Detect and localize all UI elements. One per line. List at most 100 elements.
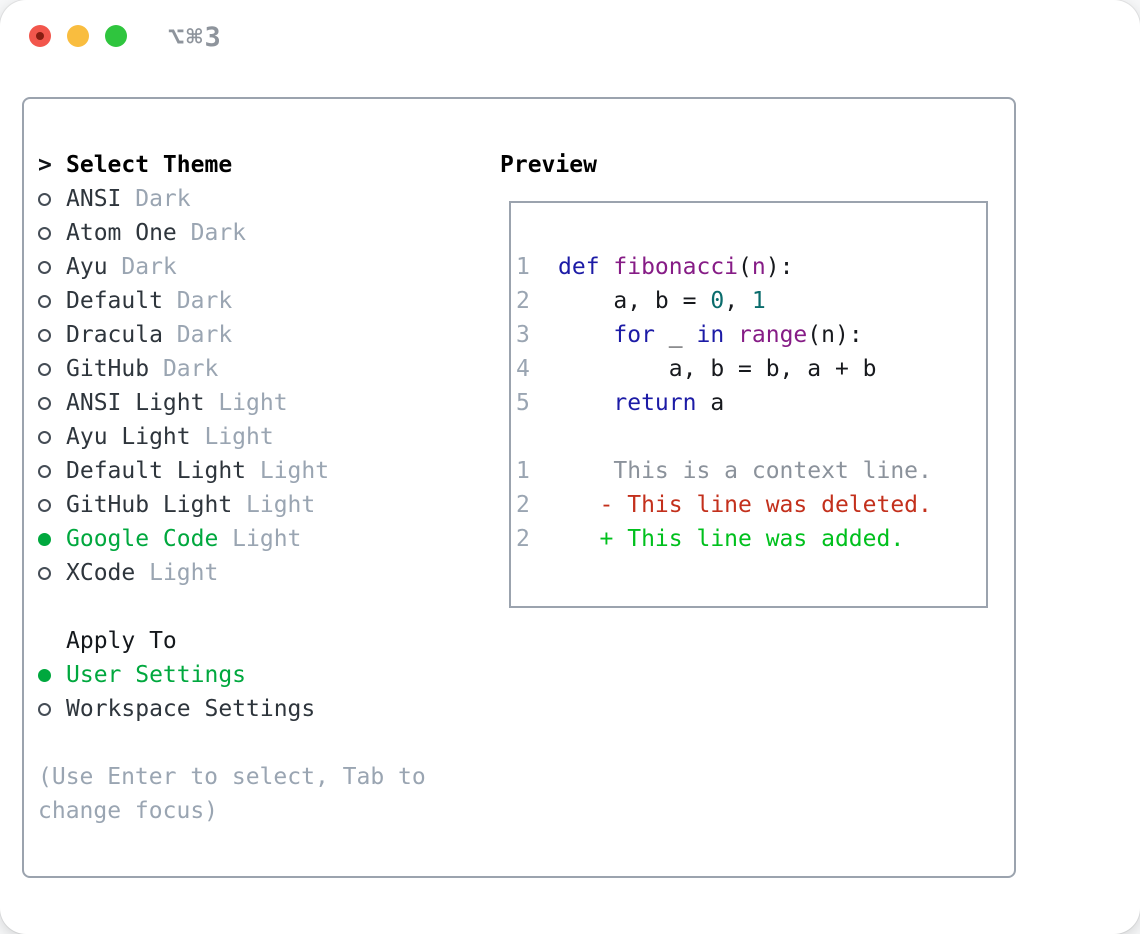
- code-text: a, b = b, a + b: [558, 356, 877, 382]
- code-token: a: [696, 390, 725, 416]
- code-line: 5 return a: [516, 386, 986, 420]
- code-token: (: [738, 254, 752, 280]
- theme-name: ANSI: [66, 186, 122, 212]
- radio-off-icon: [38, 464, 66, 478]
- theme-variant: Dark: [190, 220, 247, 246]
- radio-on-icon: [38, 532, 66, 546]
- theme-variant: Dark: [176, 322, 233, 348]
- code-token: _: [654, 322, 697, 348]
- theme-variant: Light: [246, 492, 316, 518]
- code-token: ):: [765, 254, 794, 280]
- code-token: def: [558, 254, 614, 280]
- theme-variant: Light: [232, 526, 302, 552]
- theme-name: Default: [66, 288, 163, 314]
- apply-to-option[interactable]: User Settings: [38, 658, 478, 692]
- radio-dot: [38, 532, 51, 546]
- theme-option[interactable]: Default Dark: [38, 284, 478, 318]
- radio-dot: [38, 566, 51, 580]
- radio-dot: [38, 226, 51, 240]
- radio-off-icon: [38, 362, 66, 376]
- zoom-button-icon[interactable]: [105, 25, 127, 47]
- close-button-icon[interactable]: [29, 25, 51, 47]
- code-token: 1: [751, 288, 766, 314]
- code-token: [558, 390, 613, 416]
- radio-off-icon: [38, 566, 66, 580]
- radio-on-icon: [38, 668, 66, 682]
- diff-line-added: 2 + This line was added.: [516, 522, 986, 556]
- apply-to-name: Workspace Settings: [66, 696, 316, 722]
- theme-name: Default Light: [66, 458, 247, 484]
- radio-dot: [38, 362, 51, 376]
- radio-off-icon: [38, 498, 66, 512]
- theme-variant: Light: [259, 458, 330, 484]
- hint-line-2: change focus): [38, 798, 219, 824]
- apply-to-header: Apply To: [38, 624, 478, 658]
- radio-off-icon: [38, 396, 66, 410]
- code-token: in: [696, 322, 725, 348]
- radio-off-icon: [38, 294, 66, 308]
- apply-to-title: Apply To: [66, 628, 177, 654]
- preview-title: Preview: [500, 152, 597, 178]
- radio-dot: [38, 260, 51, 274]
- code-token: for: [613, 322, 655, 348]
- code-token: [724, 322, 738, 348]
- theme-variant: Dark: [135, 186, 191, 212]
- code-text: a, b = 0, 1: [558, 288, 766, 314]
- diff-text: This is a context line.: [558, 458, 932, 484]
- select-theme-header: > Select Theme: [38, 148, 478, 182]
- code-token: a, b = b, a + b: [558, 356, 877, 382]
- minimize-button-icon[interactable]: [67, 25, 89, 47]
- hint-line-1: (Use Enter to select, Tab to: [38, 764, 426, 790]
- theme-variant: Dark: [121, 254, 177, 280]
- radio-dot: [38, 192, 51, 206]
- theme-name: GitHub: [66, 356, 150, 382]
- radio-off-icon: [38, 328, 66, 342]
- code-line: 2 a, b = 0, 1: [516, 284, 986, 318]
- radio-dot: [38, 396, 51, 410]
- line-number: 2: [516, 288, 530, 314]
- radio-dot: [38, 294, 51, 308]
- line-number: 5: [516, 390, 530, 416]
- theme-option[interactable]: Google Code Light: [38, 522, 478, 556]
- radio-off-icon: [38, 192, 66, 206]
- prompt-icon: >: [38, 152, 52, 178]
- line-number: 2: [516, 526, 530, 552]
- theme-option[interactable]: Default Light Light: [38, 454, 478, 488]
- theme-variant: Light: [149, 560, 219, 586]
- apply-to-name: User Settings: [66, 662, 247, 688]
- line-number: 4: [516, 356, 530, 382]
- theme-variant: Dark: [176, 288, 233, 314]
- diff-line-context: 1 This is a context line.: [516, 454, 986, 488]
- line-number: 1: [516, 254, 530, 280]
- diff-line-deleted: 2 - This line was deleted.: [516, 488, 986, 522]
- theme-option[interactable]: ANSI Dark: [38, 182, 478, 216]
- code-token: [558, 322, 613, 348]
- radio-off-icon: [38, 430, 66, 444]
- theme-option[interactable]: Atom One Dark: [38, 216, 478, 250]
- apply-to-option[interactable]: Workspace Settings: [38, 692, 478, 726]
- diff-sample: 1 This is a context line.2 - This line w…: [516, 454, 986, 556]
- theme-option[interactable]: GitHub Dark: [38, 352, 478, 386]
- code-token: n: [751, 254, 766, 280]
- theme-variant: Light: [204, 424, 274, 450]
- window-title: ⌥⌘3: [168, 22, 223, 53]
- radio-off-icon: [38, 226, 66, 240]
- code-token: return: [613, 390, 697, 416]
- code-line: 3 for _ in range(n):: [516, 318, 986, 352]
- code-token: a, b =: [558, 288, 711, 314]
- radio-dot: [38, 702, 51, 716]
- theme-name: Atom One: [66, 220, 177, 246]
- theme-variant: Dark: [162, 356, 219, 382]
- theme-name: Google Code: [66, 526, 219, 552]
- spacer: [38, 590, 478, 624]
